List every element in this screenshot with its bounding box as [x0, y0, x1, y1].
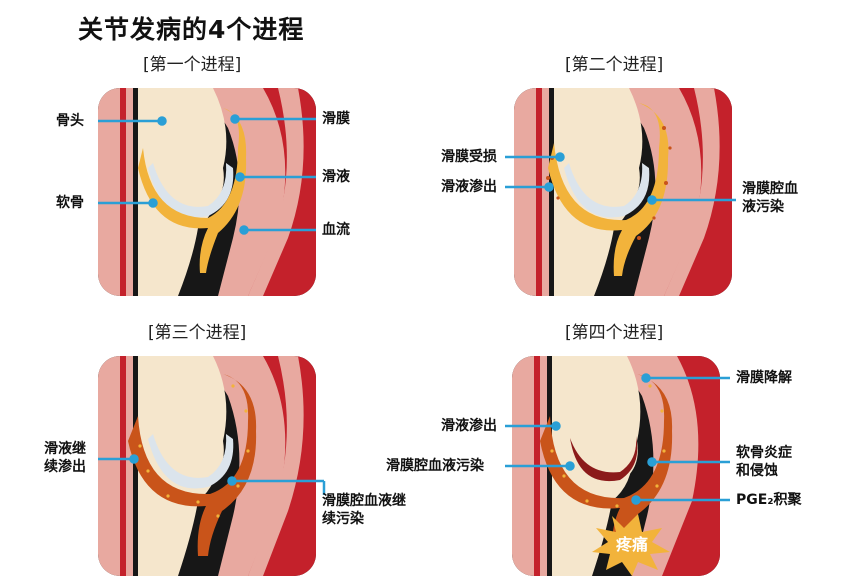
contamination-specks [138, 384, 250, 518]
synovium-damaged [548, 103, 669, 276]
label-line: 和侵蚀 [736, 463, 778, 479]
label-fluid-seepage-4: 滑液渗出 [441, 418, 497, 434]
label-fluid-seepage: 滑液渗出 [441, 179, 497, 195]
label-pge2-accumulation: PGE₂积聚 [736, 492, 802, 508]
left-tissue-layer [514, 88, 549, 296]
label-synovial-fluid: 滑液 [322, 169, 350, 185]
stage-1-heading: [第一个进程] [143, 55, 242, 75]
label-synovium-damaged: 滑膜受损 [441, 149, 497, 165]
soft-tissue-layer [203, 88, 286, 296]
label-line: 滑膜腔血 [742, 181, 798, 197]
label-continued-contamination: 滑膜腔血液继 续污染 [322, 492, 406, 528]
label-line: 滑膜腔血液继 [322, 493, 406, 509]
label-cartilage: 软骨 [56, 195, 84, 211]
bone-head [151, 356, 227, 486]
label-synovium-degradation: 滑膜降解 [736, 370, 792, 386]
eroded-cartilage [570, 436, 638, 482]
label-cavity-contamination-4: 滑膜腔血液污染 [386, 458, 484, 474]
stage-2-heading: [第二个进程] [565, 55, 664, 75]
label-line: 续渗出 [44, 459, 86, 475]
label-line: 续污染 [322, 511, 364, 527]
stage-3-joint-illustration [98, 356, 316, 576]
stage-4-joint-illustration: 疼痛 [512, 356, 720, 576]
bone-head [151, 88, 227, 215]
label-blood-flow: 血流 [322, 222, 350, 238]
stage-1-joint-illustration [98, 88, 316, 296]
label-line: 液污染 [742, 199, 784, 215]
left-tissue-layer [98, 356, 133, 576]
label-bone-head: 骨头 [56, 113, 84, 129]
bone-head [567, 88, 643, 215]
stage-2-joint-illustration [514, 88, 732, 296]
outer-tissue-layer [248, 88, 304, 296]
label-cavity-contamination: 滑膜腔血 液污染 [742, 180, 798, 216]
synovium [138, 108, 247, 273]
contamination-specks [550, 384, 666, 508]
bone-head [565, 356, 641, 486]
cartilage [564, 163, 650, 218]
left-tissue-layer [98, 88, 133, 296]
pain-label: 疼痛 [616, 535, 648, 554]
page-title: 关节发病的4个进程 [78, 15, 305, 44]
left-tissue-layer [512, 356, 547, 576]
label-continued-seepage: 滑液继 续渗出 [44, 440, 86, 476]
label-cartilage-inflammation: 软骨炎症 和侵蚀 [736, 444, 792, 480]
outer-tissue-layer [664, 88, 720, 296]
stage-3-heading: [第三个进程] [148, 323, 247, 343]
left-muscle-layer [534, 356, 540, 576]
cartilage [148, 163, 234, 218]
label-line: 滑液继 [44, 441, 86, 457]
cartilage [148, 434, 234, 489]
left-muscle-layer [120, 356, 126, 576]
left-muscle-layer [120, 88, 126, 296]
label-synovium: 滑膜 [322, 111, 350, 127]
label-line: 软骨炎症 [736, 445, 792, 461]
stage-4-heading: [第四个进程] [565, 323, 664, 343]
left-muscle-layer [536, 88, 542, 296]
outer-tissue-layer [248, 356, 304, 576]
pain-burst-icon [592, 514, 670, 576]
